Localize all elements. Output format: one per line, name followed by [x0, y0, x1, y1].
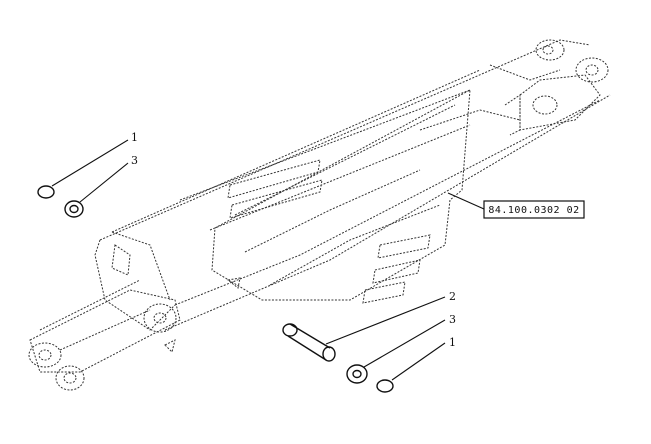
reference-box: 84.100.0302 02 — [483, 200, 585, 219]
callout-label: 1 — [131, 131, 138, 144]
washer-left — [64, 200, 84, 218]
leader-line — [325, 296, 446, 345]
callout-label: 3 — [131, 154, 138, 167]
callout-label: 1 — [449, 336, 456, 349]
leader-line — [391, 342, 446, 381]
washer-right — [346, 364, 368, 384]
lift-arm — [94, 39, 611, 331]
pin — [282, 323, 336, 362]
callout-label: 2 — [449, 290, 456, 303]
reference-number: 84.100.0302 02 — [488, 205, 579, 216]
leader-line — [79, 162, 129, 203]
front-linkage — [28, 244, 181, 391]
o-ring-left — [37, 185, 55, 199]
leader-line — [447, 192, 485, 210]
o-ring-right — [376, 379, 394, 393]
decal-graphic — [211, 89, 471, 304]
callout-label: 3 — [449, 313, 456, 326]
leader-line — [363, 319, 446, 368]
leader-line — [51, 139, 129, 187]
